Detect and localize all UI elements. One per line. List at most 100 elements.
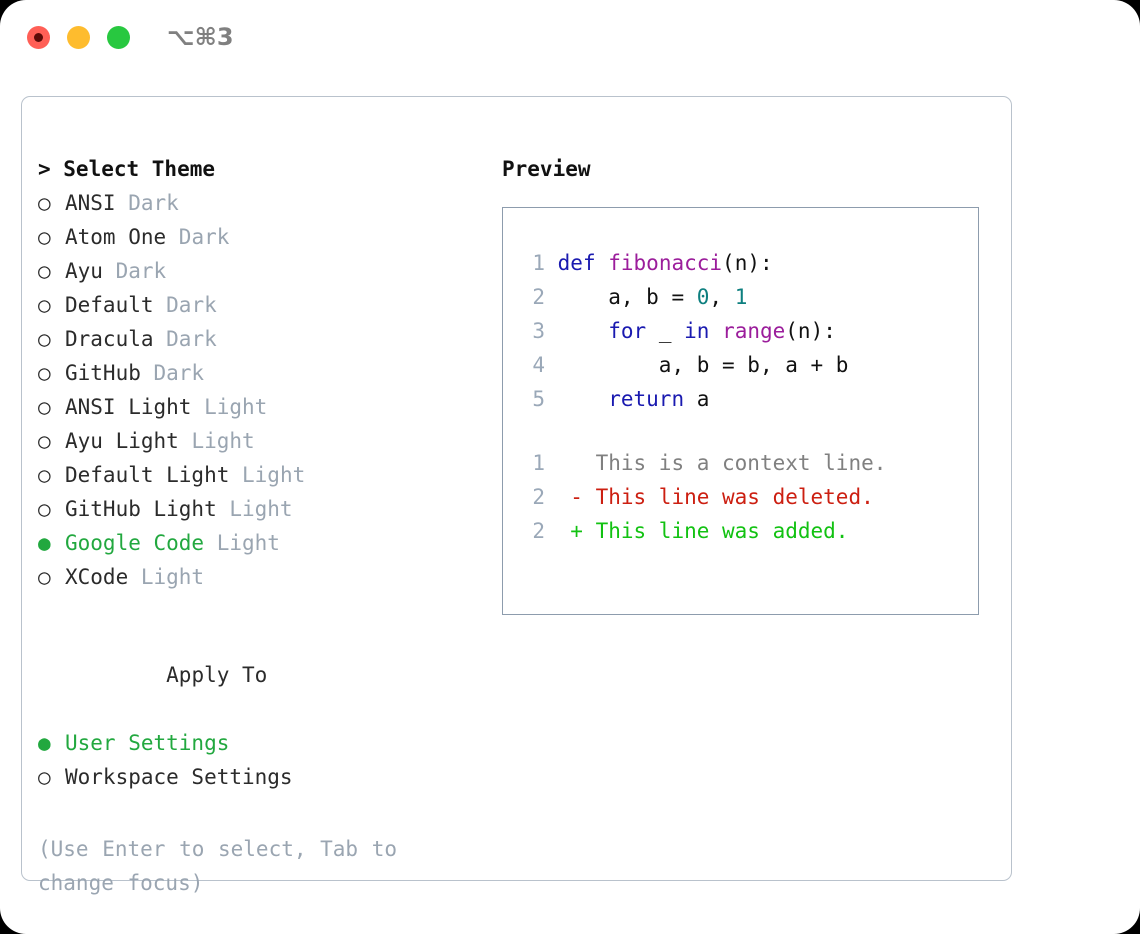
code-line: 3 for _ in range(n):: [523, 314, 968, 348]
radio-unselected-icon: ○: [38, 765, 51, 789]
code-token-num: 1: [734, 285, 748, 309]
diff-line-number: 2: [532, 485, 545, 509]
theme-option-ansi[interactable]: ○ ANSI Dark: [38, 186, 478, 220]
code-token-pl: [709, 319, 722, 343]
content-card: > Select Theme ○ANSI Dark○Atom One Dark○…: [21, 96, 1012, 895]
theme-option-variant-tag: Dark: [153, 327, 217, 351]
keyboard-hint-text: (Use Enter to select, Tab to change focu…: [38, 837, 398, 895]
code-token-pl: [558, 387, 609, 411]
diff-line-add: 2 + This line was added.: [523, 514, 968, 548]
code-token-pl: [596, 251, 609, 275]
diff-line-number: 1: [532, 451, 545, 475]
spacer: [38, 794, 478, 832]
apply-to-option-user-settings[interactable]: ●User Settings: [38, 726, 478, 760]
diff-line-text: + This line was added.: [570, 519, 849, 543]
code-gutter-space: [545, 485, 570, 509]
radio-unselected-icon: ○: [38, 293, 51, 317]
theme-option-label: Atom One: [65, 225, 167, 249]
code-token-fn: fibonacci: [608, 251, 723, 275]
theme-option-xcode[interactable]: ○XCode Light: [38, 560, 478, 594]
theme-option-github[interactable]: ○GitHub Dark: [38, 356, 478, 390]
code-line-number: 2: [532, 285, 545, 309]
code-token-pl: a, b =: [557, 285, 697, 309]
apply-to-options-list[interactable]: ●User Settings○Workspace Settings: [38, 726, 478, 794]
code-gutter-space: [545, 519, 570, 543]
code-token-pl: (n):: [785, 319, 836, 343]
code-token-kw: return: [608, 387, 685, 411]
diff-line-number: 2: [532, 519, 545, 543]
theme-option-label: ANSI: [65, 191, 116, 215]
code-token-pl: ,: [709, 285, 735, 309]
theme-option-label: GitHub: [65, 361, 141, 385]
theme-option-label: GitHub Light: [65, 497, 217, 521]
code-line: 2 a, b = 0, 1: [523, 280, 968, 314]
code-token-pl: _: [646, 319, 685, 343]
theme-option-variant-tag: Dark: [166, 225, 230, 249]
theme-option-default-light[interactable]: ○Default Light Light: [38, 458, 478, 492]
code-token-pl: [558, 319, 609, 343]
theme-option-ayu[interactable]: ○Ayu Dark: [38, 254, 478, 288]
radio-unselected-icon: ○: [38, 191, 51, 215]
code-line: 4 a, b = b, a + b: [523, 348, 968, 382]
code-gutter-space: [545, 285, 558, 309]
maximize-button[interactable]: [107, 26, 130, 49]
radio-unselected-icon: ○: [38, 463, 51, 487]
theme-option-label: Default Light: [65, 463, 230, 487]
theme-option-variant-tag: Dark: [102, 259, 167, 283]
code-line-number: 5: [532, 387, 545, 411]
code-gutter-space: [545, 251, 558, 275]
theme-option-variant-tag: Light: [191, 395, 268, 419]
theme-option-variant-tag: Dark: [115, 191, 179, 215]
code-diff-separator: [523, 416, 968, 446]
code-token-kw: in: [684, 319, 710, 343]
theme-option-label: ANSI Light: [65, 395, 192, 419]
theme-option-atom-one[interactable]: ○ Atom One Dark: [38, 220, 478, 254]
code-token-kw: def: [557, 251, 596, 275]
close-button[interactable]: [27, 26, 50, 49]
theme-option-google-code[interactable]: ●Google Code Light: [38, 526, 478, 560]
code-gutter-space: [545, 353, 558, 377]
code-token-num: 0: [696, 285, 710, 309]
diff-line-text: This is a context line.: [570, 451, 887, 475]
theme-picker-panel: > Select Theme ○ANSI Dark○Atom One Dark○…: [38, 152, 478, 900]
theme-options-list[interactable]: ○ANSI Dark○Atom One Dark○Ayu Dark○Defaul…: [38, 186, 478, 594]
theme-option-dracula[interactable]: ○Dracula Dark: [38, 322, 478, 356]
theme-option-label: Dracula: [65, 327, 154, 351]
title-bar: ⌥⌘3: [0, 0, 1140, 78]
radio-unselected-icon: ○: [38, 497, 51, 521]
theme-option-default[interactable]: ○Default Dark: [38, 288, 478, 322]
code-gutter-space: [545, 319, 558, 343]
diff-line-ctx: 1 This is a context line.: [523, 446, 968, 480]
theme-option-ansi-light[interactable]: ○ ANSI Light Light: [38, 390, 478, 424]
radio-unselected-icon: ○: [38, 225, 51, 249]
code-line: 1 def fibonacci(n):: [523, 246, 968, 280]
radio-unselected-icon: ○: [38, 395, 51, 419]
radio-selected-icon: ●: [38, 731, 51, 755]
code-token-pl: a: [684, 387, 710, 411]
apply-to-heading-label: Apply To: [166, 663, 268, 687]
theme-option-variant-tag: Light: [128, 565, 205, 589]
theme-option-label: Google Code: [65, 531, 205, 555]
keyboard-shortcut-label: ⌥⌘3: [167, 23, 234, 51]
theme-option-variant-tag: Light: [216, 497, 293, 521]
code-line-number: 1: [532, 251, 545, 275]
theme-option-label: Ayu Light: [65, 429, 179, 453]
theme-option-label: Ayu: [65, 259, 103, 283]
theme-option-ayu-light[interactable]: ○Ayu Light Light: [38, 424, 478, 458]
apply-to-option-workspace-settings[interactable]: ○Workspace Settings: [38, 760, 478, 794]
theme-option-github-light[interactable]: ○ GitHub Light Light: [38, 492, 478, 526]
code-token-fn: range: [722, 319, 786, 343]
code-line-number: 3: [532, 319, 545, 343]
theme-option-variant-tag: Light: [178, 429, 255, 453]
code-token-pl: (n):: [722, 251, 773, 275]
theme-option-variant-tag: Dark: [140, 361, 205, 385]
apply-to-heading: Apply To: [38, 624, 478, 726]
minimize-button[interactable]: [67, 26, 90, 49]
theme-picker-title: > Select Theme: [38, 157, 216, 181]
preview-panel: Preview 1 def fibonacci(n):2 a, b = 0, 1…: [502, 152, 992, 615]
code-gutter-space: [545, 451, 570, 475]
traffic-lights: [27, 26, 130, 49]
theme-option-label: XCode: [65, 565, 129, 589]
code-line: 5 return a: [523, 382, 968, 416]
